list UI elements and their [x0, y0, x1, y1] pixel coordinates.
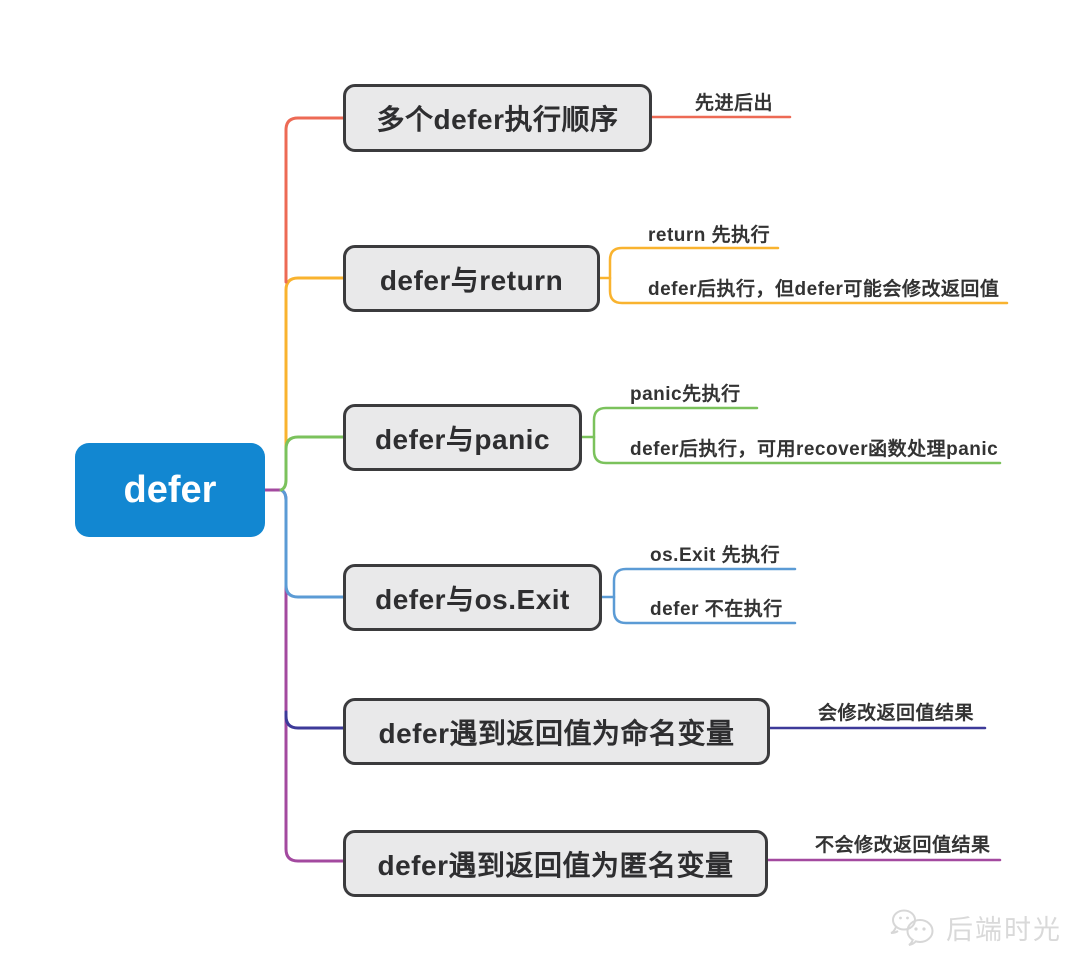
branch4-line [279, 488, 345, 599]
branch3-line [279, 435, 345, 492]
branch4-bracket-line [612, 567, 797, 625]
topic-label: defer遇到返回值为命名变量 [378, 717, 735, 749]
leaf-not-modifies-return[interactable]: 不会修改返回值结果 [815, 835, 991, 856]
leaf-fifo[interactable]: 先进后出 [695, 93, 774, 114]
topic-label: defer与os.Exit [375, 583, 570, 615]
topic-label: 多个defer执行顺序 [376, 104, 619, 135]
topic-defer-osexit[interactable]: defer与os.Exit [343, 564, 602, 631]
leaf-defer-not-run[interactable]: defer 不在执行 [650, 599, 783, 620]
topic-label: defer与return [379, 264, 564, 296]
root-label: defer [123, 468, 217, 511]
branch5-line [284, 710, 345, 730]
wechat-icon [890, 909, 934, 946]
topic-label: defer遇到返回值为匿名变量 [377, 849, 734, 881]
leaf-defer-after-panic[interactable]: defer后执行，可用recover函数处理panic [630, 439, 999, 460]
topic-defer-return[interactable]: defer与return [343, 245, 600, 312]
leaf-panic-first[interactable]: panic先执行 [630, 384, 741, 405]
branch1-line [284, 116, 345, 284]
topic-defer-named-return[interactable]: defer遇到返回值为命名变量 [343, 698, 770, 765]
leaf-osexit-first[interactable]: os.Exit 先执行 [650, 545, 781, 566]
topic-defer-panic[interactable]: defer与panic [343, 404, 582, 471]
leaf-defer-after-return[interactable]: defer后执行，但defer可能会修改返回值 [648, 279, 1000, 300]
topic-label: defer与panic [374, 423, 551, 455]
watermark-text: 后端时光 [946, 914, 1062, 945]
branch2-line [284, 276, 345, 451]
branch2-bracket-line [608, 246, 1009, 305]
leaf-modifies-return[interactable]: 会修改返回值结果 [818, 703, 975, 724]
topic-defer-order[interactable]: 多个defer执行顺序 [343, 84, 652, 152]
topic-defer-anonymous-return[interactable]: defer遇到返回值为匿名变量 [343, 830, 768, 897]
leaf-return-first[interactable]: return 先执行 [648, 225, 771, 246]
root-node[interactable]: defer [75, 443, 265, 537]
branch6-line [279, 488, 345, 863]
watermark: 后端时光 [884, 905, 1062, 949]
branch3-bracket-line [592, 406, 1002, 465]
